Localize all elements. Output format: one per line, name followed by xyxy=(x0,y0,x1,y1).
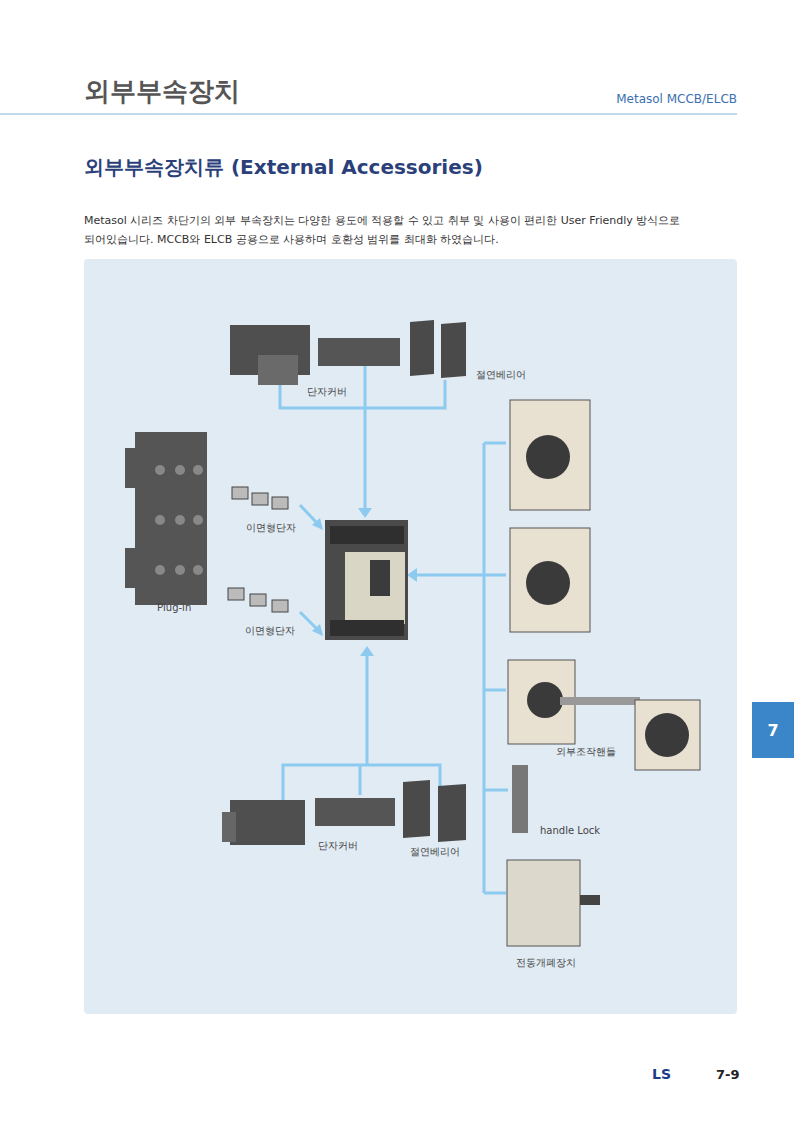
series-name: Metasol MCCB/ELCB xyxy=(616,92,737,106)
header-rule xyxy=(0,114,737,115)
external-handles xyxy=(508,400,700,770)
part-label: handle Lock xyxy=(540,825,600,837)
part-label: 이면형단자 xyxy=(246,522,296,534)
part-label: 절연베리어 xyxy=(410,846,460,858)
part-label: 단자커버 xyxy=(307,386,347,398)
rear-terminals xyxy=(228,487,288,612)
part-label: 단자커버 xyxy=(318,840,358,852)
terminal-covers-bottom xyxy=(222,780,466,845)
plug-in-base xyxy=(125,432,207,605)
tab-number: 7 xyxy=(767,721,778,740)
page-title: 외부부속장치 xyxy=(84,76,240,107)
page-number: 7-9 xyxy=(716,1067,740,1083)
part-label: 이면형단자 xyxy=(245,625,295,637)
part-label: 외부조작핸들 xyxy=(556,746,616,758)
motor-operator xyxy=(507,860,600,946)
section-title: 외부부속장치류 (External Accessories) xyxy=(84,155,483,179)
brand-logo: LS xyxy=(652,1066,671,1083)
handle-lock xyxy=(512,765,528,833)
part-label: 전동개폐장치 xyxy=(516,957,576,969)
diagram-panel xyxy=(84,259,737,1014)
mccb-breaker xyxy=(325,520,408,640)
chapter-tab: 7 xyxy=(752,702,794,758)
part-label: 절연베리어 xyxy=(476,369,526,381)
intro-paragraph: Metasol 시리즈 차단기의 외부 부속장치는 다양한 용도에 적용할 수 … xyxy=(84,211,684,249)
terminal-covers-top xyxy=(230,320,466,385)
part-label: Plug-in xyxy=(157,602,191,614)
connector-lines xyxy=(280,366,508,893)
arrowheads xyxy=(312,508,417,656)
